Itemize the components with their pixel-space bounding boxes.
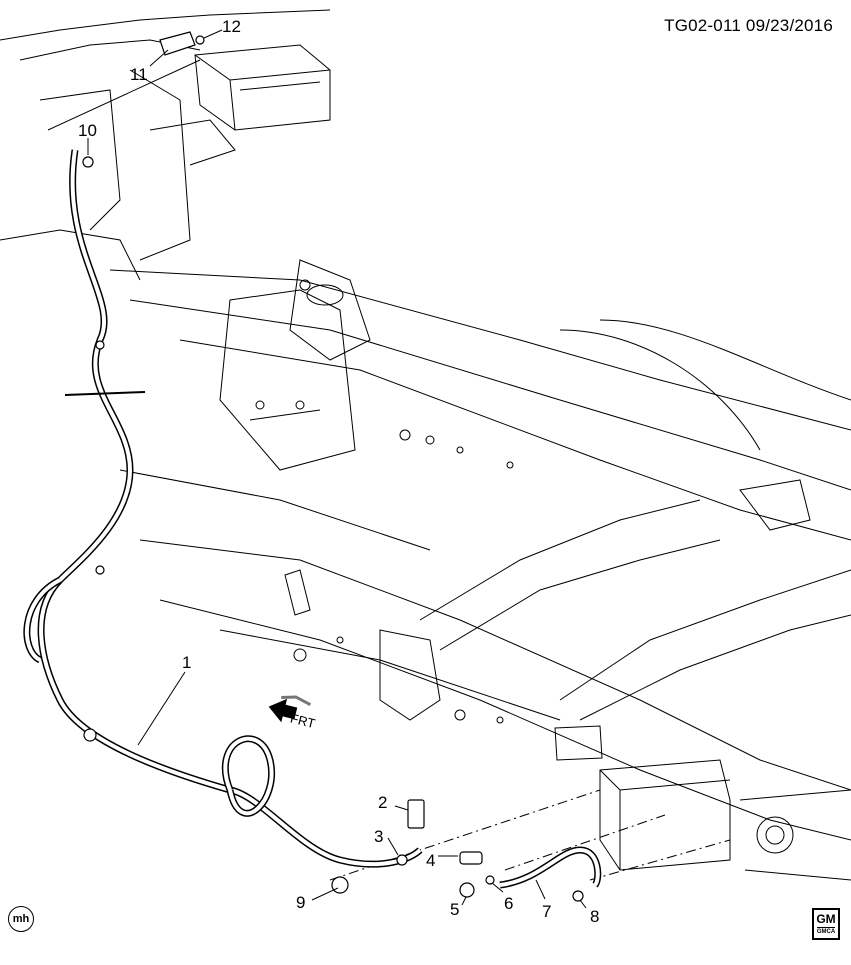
gm-logo-text: GM [816,911,836,926]
nut-10 [82,156,94,168]
callout-11: 11 [130,65,148,84]
washer-5 [459,882,475,898]
callout-8: 8 [590,907,599,926]
callout-4: 4 [426,851,435,870]
nut-6 [485,875,495,885]
frt-arrow-icon: FRT [268,695,317,732]
callout-3: 3 [374,827,383,846]
callout-leaders [47,29,587,909]
bracket-11 [159,31,196,56]
callout-12: 12 [222,17,241,36]
clip-4 [459,851,483,865]
callout-2: 2 [378,793,387,812]
callout-10: 10 [78,121,97,140]
bolt-12 [195,35,205,45]
terminal-cover-2 [407,799,425,829]
vehicle-frame-linework [0,9,851,881]
callout-9: 9 [296,893,305,912]
battery-cable-harness [23,149,602,889]
diagram-id: TG02-011 09/23/2016 [664,16,833,35]
frt-label: FRT [289,711,317,732]
terminal-9 [331,876,349,894]
gm-logo-subtext: GMCA [816,926,836,935]
mh-badge-icon: mh [8,906,34,932]
callout-5: 5 [450,900,459,919]
nut-3 [396,854,408,866]
callout-6: 6 [504,894,513,913]
gm-logo-icon: GM GMCA [812,908,840,940]
callout-7: 7 [542,902,551,921]
callout-1: 1 [182,653,191,672]
bolt-8 [572,890,584,902]
hardware-parts [82,31,584,902]
